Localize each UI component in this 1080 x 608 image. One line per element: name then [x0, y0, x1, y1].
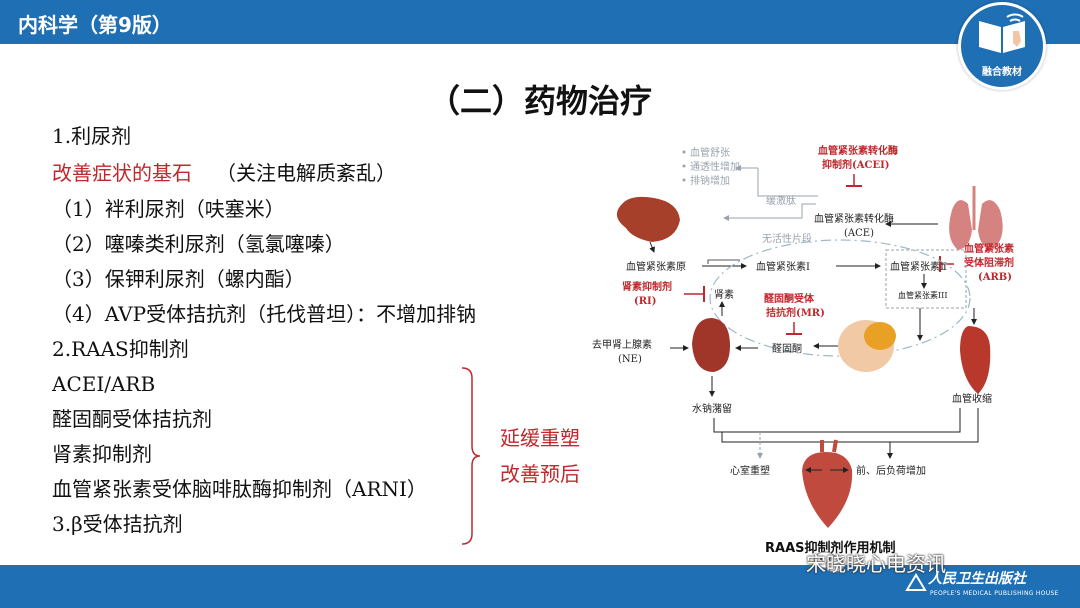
- label-vasodilation: 血管舒张: [690, 146, 730, 159]
- book-hand-icon: [979, 13, 1025, 53]
- label-angiotensinogen: 血管紧张素原: [626, 260, 686, 273]
- content-line: 醛固酮受体拮抗剂: [52, 407, 212, 431]
- bracket-label: 延缓重塑: [500, 426, 580, 450]
- label-ace-2: (ACE): [844, 228, 874, 239]
- label-renin: 肾素: [714, 288, 734, 301]
- label-ri-2: (RI): [634, 296, 656, 307]
- note-text: （关注电解质紊乱）: [216, 161, 396, 185]
- label-arb-1: 血管紧张素: [964, 242, 1014, 255]
- raas-diagram: 血管舒张 通透性增加 排钠增加 缓激肽 血管紧张素转化酶 抑制剂(ACEI) 血…: [590, 140, 1040, 550]
- content-line: （4）AVP受体拮抗剂（托伐普坦）：不增加排钠: [52, 302, 477, 326]
- label-remodeling: 心室重塑: [730, 464, 770, 477]
- label-bradykinin: 缓激肽: [766, 194, 796, 207]
- label-ne-2: (NE): [618, 354, 642, 365]
- label-acei-2: 抑制剂(ACEI): [822, 158, 889, 171]
- label-ne-1: 去甲肾上腺素: [592, 338, 652, 351]
- bracket-label: 改善预后: [500, 462, 580, 486]
- content-line: ACEI/ARB: [52, 372, 156, 396]
- label-arb-2: 受体阻滞剂: [964, 256, 1014, 269]
- diagram-caption: RAAS抑制剂作用机制: [765, 541, 896, 556]
- content-line: 血管紧张素受体脑啡肽酶抑制剂（ARNI）: [52, 477, 427, 501]
- publisher-name: 人民卫生出版社: [928, 571, 1026, 587]
- label-load-increase: 前、后负荷增加: [856, 464, 926, 477]
- content-line: （2）噻嗪类利尿剂（氢氯噻嗪）: [52, 232, 345, 256]
- publisher-logo-icon: [905, 573, 927, 591]
- label-na-retention: 水钠潴留: [692, 402, 732, 415]
- label-inactive-fragment: 无活性片段: [762, 232, 812, 245]
- label-ang3: 血管紧张素III: [898, 290, 947, 300]
- vessel-image: [960, 326, 991, 394]
- liver-image: [616, 196, 680, 242]
- lung-image: [949, 200, 1003, 250]
- content-line: 1.利尿剂: [52, 124, 132, 148]
- label-vasoconstriction: 血管收缩: [952, 392, 992, 405]
- label-mr-1: 醛固酮受体: [764, 292, 815, 305]
- slide-title: （二）药物治疗: [427, 82, 652, 120]
- brace-bracket: [461, 367, 480, 545]
- label-arb-3: (ARB): [978, 272, 1012, 283]
- logo-caption: 融合教材: [982, 67, 1022, 78]
- header-bar: 内科学（第9版）: [0, 0, 1080, 44]
- label-ri-1: 肾素抑制剂: [622, 280, 672, 293]
- footer-bar: [0, 565, 1080, 608]
- watermark-text: 宋晓晓心电资讯: [806, 552, 946, 576]
- kidney-image: [692, 318, 730, 372]
- raas-diagram-canvas: 血管舒张 通透性增加 排钠增加 缓激肽 血管紧张素转化酶 抑制剂(ACEI) 血…: [592, 144, 1014, 528]
- textbook-logo: 融合教材: [958, 2, 1046, 90]
- label-mr-2: 拮抗剂(MR): [766, 306, 825, 319]
- content-line-highlight: 改善症状的基石 （关注电解质紊乱）: [52, 161, 396, 185]
- label-ang2: 血管紧张素Ⅱ: [890, 260, 947, 273]
- wechat-icon: [813, 551, 845, 573]
- book-title: 内科学（第9版）: [18, 13, 172, 37]
- label-permeability: 通透性增加: [690, 160, 740, 173]
- publisher-name-en: PEOPLE'S MEDICAL PUBLISHING HOUSE: [930, 590, 1059, 597]
- label-acei-1: 血管紧张素转化酶: [818, 144, 898, 157]
- content-line: 2.RAAS抑制剂: [52, 337, 189, 361]
- label-aldosterone: 醛固酮: [772, 342, 802, 355]
- content-line: 3.β受体拮抗剂: [52, 512, 183, 536]
- content-line: （1）袢利尿剂（呋塞米）: [52, 197, 285, 221]
- content-line: （3）保钾利尿剂（螺内酯）: [52, 267, 305, 291]
- highlight-text: 改善症状的基石: [52, 161, 192, 185]
- content-line: 肾素抑制剂: [52, 442, 152, 466]
- label-natriuresis: 排钠增加: [690, 174, 730, 187]
- heart-image: [802, 452, 853, 528]
- label-ace-1: 血管紧张素转化酶: [814, 212, 894, 225]
- label-ang1: 血管紧张素Ⅰ: [756, 260, 810, 273]
